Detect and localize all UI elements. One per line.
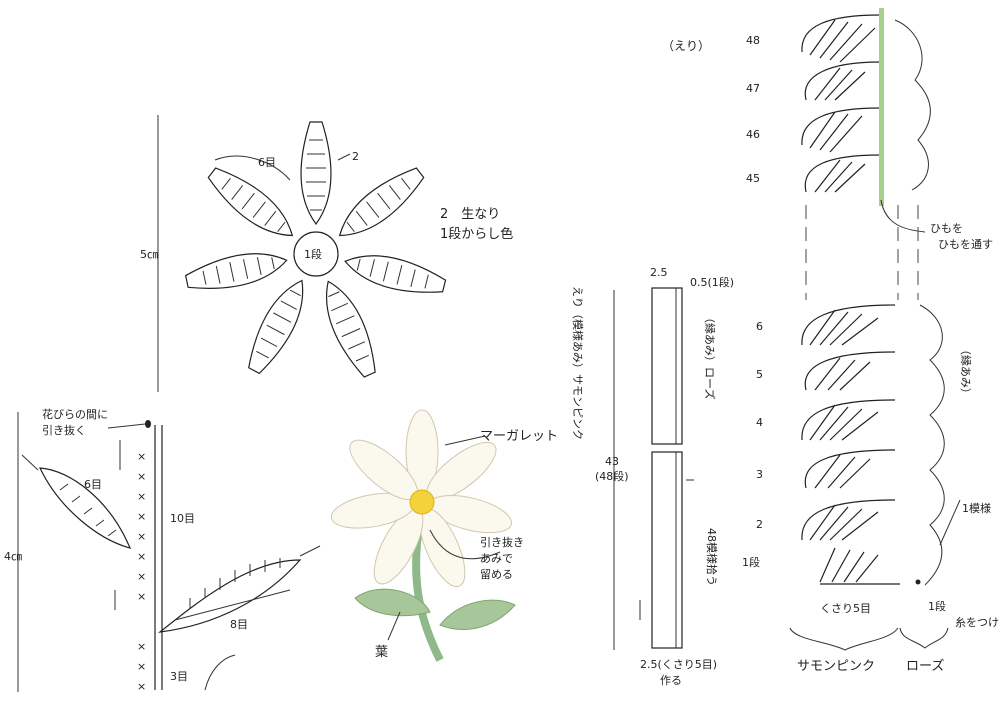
- collar-edge-vertical: （縁あみ）ローズ: [703, 312, 717, 399]
- name-leader: [444, 435, 486, 446]
- cord-leader: [880, 199, 926, 233]
- illustration-note-2: あみで: [480, 552, 513, 565]
- repeat-leader: [939, 499, 961, 546]
- stem-stitches: ×: [137, 470, 146, 483]
- petal: [344, 255, 447, 293]
- leaf-left: [39, 467, 132, 549]
- stem-stitches: ×: [137, 550, 146, 563]
- petal-row-leader: [337, 153, 351, 161]
- start-dot: [915, 579, 921, 585]
- illustration-leaf-label: 葉: [375, 645, 388, 660]
- collar-height-2: (48段): [595, 469, 629, 483]
- petal-count-label: 6目: [258, 156, 276, 169]
- leaf-end-arrow: [299, 545, 321, 557]
- leaf-leader: [387, 611, 401, 641]
- stem-stitches: ×: [137, 640, 146, 653]
- flower-center-color-note: 1段からし色: [440, 226, 513, 242]
- note-leader: [429, 529, 501, 560]
- cord-note-2: ひもを通す: [938, 238, 993, 251]
- edge-zigzag-top: [894, 19, 931, 191]
- petal-count-arrow: [214, 155, 291, 181]
- stitch-pattern: 48 47 46 45 6 5 4 3 2 1段 ひもを ひもを通す: [742, 8, 1000, 674]
- attach-note: 糸をつける: [955, 616, 1000, 629]
- collar-panel-top: [651, 287, 683, 445]
- illustration-note-1: 引き抜き: [480, 535, 524, 549]
- row-label: 46: [746, 128, 760, 141]
- stem-stitches: ×: [137, 660, 146, 673]
- collar-width-top: 2.5: [650, 266, 668, 279]
- row-label: 45: [746, 172, 760, 185]
- flower-size-label: 5㎝: [140, 248, 158, 261]
- cord-note: ひもを: [930, 222, 963, 235]
- chain-note: くさり5目: [820, 602, 871, 615]
- collar-height-1: 43: [605, 455, 619, 468]
- flower-chart: 5㎝ 1段: [140, 115, 513, 392]
- leaf-right: [157, 558, 302, 633]
- direction-arrow: [204, 654, 236, 691]
- start-row-label: 1段: [928, 599, 946, 613]
- collar-schematic: （えり） 2.5 0.5(1段) 43 (48段) 2.5(くさり5目) 作る …: [571, 39, 734, 687]
- flower-color-note: 2 生なり: [440, 207, 500, 222]
- shell-rows-bottom: [801, 304, 900, 585]
- leaf-count-10: 10目: [170, 512, 195, 525]
- row-label: 1段: [742, 555, 760, 569]
- row-label: 4: [756, 416, 763, 429]
- leaf-start-arrow: [21, 454, 39, 471]
- row-label: 48: [746, 34, 760, 47]
- stem-chain: [154, 425, 163, 690]
- margaret-illustration: マーガレット 引き抜き あみで 留める 葉: [330, 409, 558, 662]
- collar-panel-bottom: [651, 451, 683, 649]
- petal: [207, 167, 294, 237]
- leaf-note-line2: 引き抜く: [42, 423, 86, 437]
- edge-zigzag-bottom: [919, 304, 945, 586]
- row-label: 47: [746, 82, 760, 95]
- stem-stitches: ×: [137, 490, 146, 503]
- color-bracket: [789, 627, 949, 651]
- slip-stitch-mark: [145, 420, 151, 428]
- row-label: 3: [756, 468, 763, 481]
- collar-vertical-label: えり（模様あみ）サモンピンク: [571, 286, 585, 440]
- leaf-note-line1: 花びらの間に: [42, 408, 108, 421]
- shell-rows-top: [801, 14, 881, 193]
- collar-edge-label: 0.5(1段): [690, 275, 734, 289]
- flower-center-ring: [293, 231, 339, 277]
- collar-pick-up: 48模様拾う: [705, 528, 719, 586]
- stem-stitches: ×: [137, 450, 146, 463]
- row-label: 5: [756, 368, 763, 381]
- stem-stitches: ×: [137, 510, 146, 523]
- edge-note: （縁あみ）: [959, 344, 973, 399]
- stem-stitches: ×: [137, 590, 146, 603]
- petal: [184, 253, 288, 289]
- direction-arrow: [639, 479, 694, 620]
- row-label: 2: [756, 518, 763, 531]
- illustration-note-3: 留める: [480, 568, 513, 581]
- color-edge: ローズ: [906, 658, 944, 674]
- leaf-count-8: 8目: [230, 618, 248, 631]
- leaf-count-3: 3目: [170, 670, 188, 683]
- petal-row-label: 2: [352, 150, 359, 163]
- cord-strip: [879, 8, 884, 206]
- illustration-leaf: [354, 588, 431, 617]
- leaf-size-label: 4㎝: [4, 550, 22, 563]
- leaf-note-leader: [107, 423, 146, 429]
- petal: [326, 280, 376, 378]
- illustration-name: マーガレット: [480, 429, 558, 444]
- stem-stitches: ×: [137, 570, 146, 583]
- illustration-leaf: [439, 599, 516, 630]
- flower-center-label: 1段: [304, 247, 322, 261]
- stem-stitches: ×: [137, 530, 146, 543]
- color-main: サモンピンク: [797, 659, 875, 674]
- leaf-chart: 4㎝ 花びらの間に 引き抜く × × × × × × × × × × × 6目 …: [4, 408, 321, 693]
- petal: [338, 167, 425, 237]
- collar-width-bottom: 2.5(くさり5目): [640, 658, 717, 671]
- collar-title: （えり）: [662, 39, 710, 53]
- petal: [248, 279, 304, 375]
- collar-width-bottom2: 作る: [660, 674, 682, 687]
- petal: [300, 121, 332, 226]
- stem-stitches: ×: [137, 680, 146, 693]
- row-label: 6: [756, 320, 763, 333]
- leaf-count-6: 6目: [84, 478, 102, 491]
- repeat-note: 1模様: [962, 501, 991, 515]
